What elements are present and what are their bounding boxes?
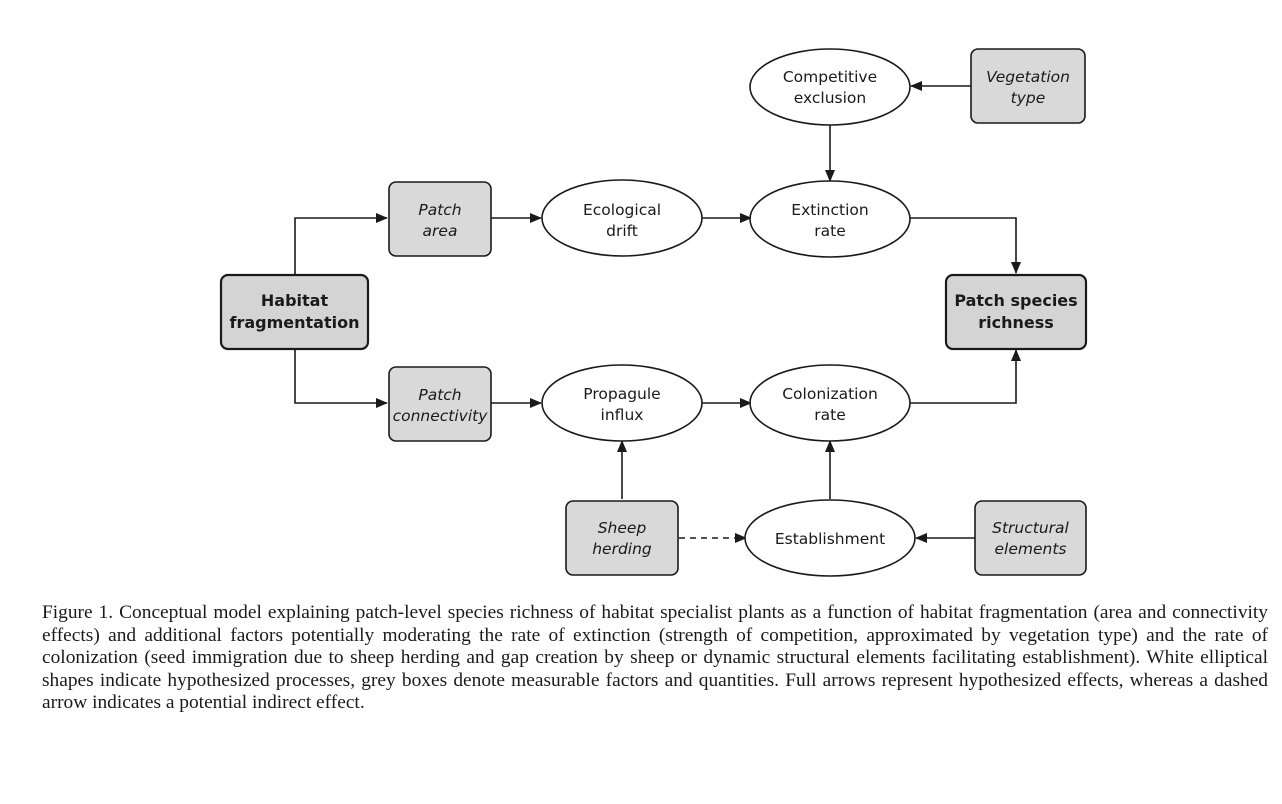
label-line: Competitive <box>783 68 877 86</box>
label-line: Extinction <box>791 201 868 219</box>
edge-fragmentation-to-patch-area <box>294 213 388 275</box>
label-line: fragmentation <box>230 313 360 332</box>
label-line: influx <box>601 406 644 424</box>
edges <box>294 81 1021 543</box>
node-competitive-exclusion: Competitive exclusion <box>749 48 911 126</box>
label-line: Structural <box>992 519 1069 537</box>
label-line: herding <box>592 540 652 558</box>
node-patch-species-richness: Patch species richness <box>944 273 1088 351</box>
label-line: connectivity <box>393 407 489 425</box>
edge-fragmentation-to-patch-connectivity <box>294 349 388 408</box>
node-propagule-influx: Propagule influx <box>541 364 703 442</box>
node-extinction-rate: Extinction rate <box>749 180 911 258</box>
label-line: rate <box>814 406 845 424</box>
label-line: exclusion <box>794 89 867 107</box>
node-establishment: Establishment <box>744 499 916 577</box>
label-line: Ecological <box>583 201 661 219</box>
node-habitat-fragmentation: Habitat fragmentation <box>219 273 370 351</box>
label-line: Propagule <box>583 385 660 403</box>
label-line: area <box>423 222 458 240</box>
node-structural-elements: Structural elements <box>974 500 1087 576</box>
node-patch-area: Patch area <box>388 181 492 257</box>
label-line: drift <box>606 222 638 240</box>
label-line: Patch <box>418 386 461 404</box>
label-line: richness <box>978 313 1054 332</box>
label-line: Patch <box>418 201 461 219</box>
label-line: Patch species <box>954 291 1077 310</box>
figure-caption: Figure 1. Conceptual model explaining pa… <box>42 602 1268 714</box>
label-line: Habitat <box>261 291 329 310</box>
node-patch-connectivity: Patch connectivity <box>388 366 492 442</box>
label-line: Establishment <box>775 530 885 548</box>
edge-colonization-rate-to-species-richness <box>910 349 1021 404</box>
node-vegetation-type: Vegetation type <box>970 48 1086 124</box>
node-sheep-herding: Sheep herding <box>565 500 679 576</box>
label-line: Colonization <box>782 385 878 403</box>
conceptual-model-diagram: Habitat fragmentation Patch area Patch c… <box>219 48 1088 577</box>
edge-extinction-rate-to-species-richness <box>910 217 1021 274</box>
label-line: rate <box>814 222 845 240</box>
node-colonization-rate: Colonization rate <box>749 364 911 442</box>
label-line: elements <box>995 540 1067 558</box>
label-line: Sheep <box>598 519 647 537</box>
node-ecological-drift: Ecological drift <box>541 179 703 257</box>
label-line: Vegetation <box>986 68 1070 86</box>
label-line: type <box>1011 89 1046 107</box>
